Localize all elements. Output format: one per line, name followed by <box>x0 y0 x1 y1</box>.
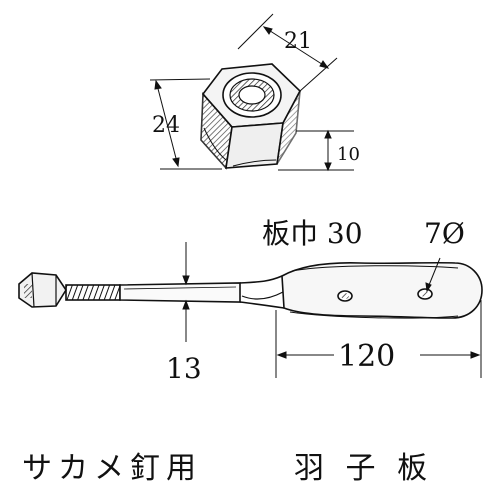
hex-nut <box>200 63 301 170</box>
bolt-shank <box>119 282 241 303</box>
nut-side-right <box>276 90 301 165</box>
hagoita-bolt <box>18 261 483 319</box>
label-nut-height: 24 <box>152 113 180 138</box>
caption-product: サカメ釘用 <box>22 451 202 486</box>
end-nut <box>18 272 67 308</box>
label-plate-width: 板巾 30 <box>262 217 363 250</box>
label-hole-diameter: 7Ø <box>424 217 465 250</box>
bolt-thread <box>65 284 121 301</box>
label-plate-length: 120 <box>338 339 395 374</box>
label-rod-thickness: 13 <box>166 352 202 385</box>
dim-plate-length <box>275 300 482 378</box>
flat-plate <box>281 261 483 319</box>
label-nut-width: 21 <box>284 29 312 54</box>
plate-neck <box>239 275 285 309</box>
caption-part: 羽 子 板 <box>294 451 433 486</box>
dim-nut-width <box>237 13 338 92</box>
label-nut-thickness: 10 <box>337 144 360 165</box>
dim-nut-thickness <box>278 129 354 172</box>
dim-nut-height <box>149 78 222 170</box>
dim-rod-thickness <box>182 242 190 342</box>
leader-hole <box>425 257 441 293</box>
